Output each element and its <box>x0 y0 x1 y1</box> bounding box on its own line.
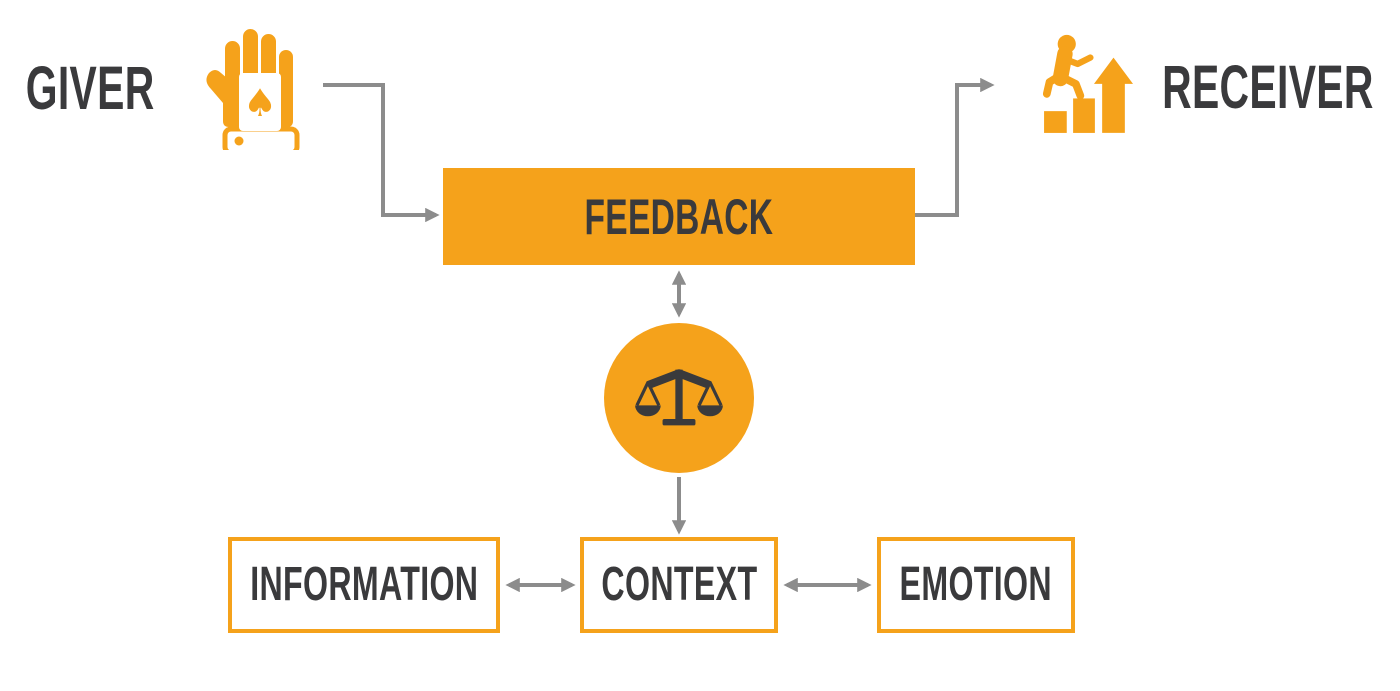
feedback-to-receiver-arrow <box>915 77 995 217</box>
receiver-label: RECEIVER <box>1158 55 1378 119</box>
cuff-dot <box>234 136 244 146</box>
feedback-box: FEEDBACK <box>443 168 915 265</box>
receiver-label-text: RECEIVER <box>1162 52 1374 121</box>
giver-label-text: GIVER <box>25 53 155 122</box>
balance-circle <box>604 323 754 473</box>
card-shape <box>239 73 281 131</box>
person-climbing-steps-icon <box>1025 22 1143 144</box>
giver-to-feedback-arrow <box>323 83 440 223</box>
information-box-label: INFORMATION <box>249 558 479 611</box>
emotion-box-label: EMOTION <box>899 558 1053 611</box>
balance-scale-icon <box>631 366 727 430</box>
emotion-box: EMOTION <box>877 537 1075 633</box>
information-box: INFORMATION <box>228 537 500 633</box>
giver-label: GIVER <box>5 56 175 120</box>
context-box-label: CONTEXT <box>600 558 758 611</box>
spade-glyph: ♠ <box>243 81 277 125</box>
feedback-box-label: FEEDBACK <box>584 188 774 245</box>
hand-holding-card-icon: ♠ <box>195 25 305 150</box>
context-box: CONTEXT <box>580 537 778 633</box>
